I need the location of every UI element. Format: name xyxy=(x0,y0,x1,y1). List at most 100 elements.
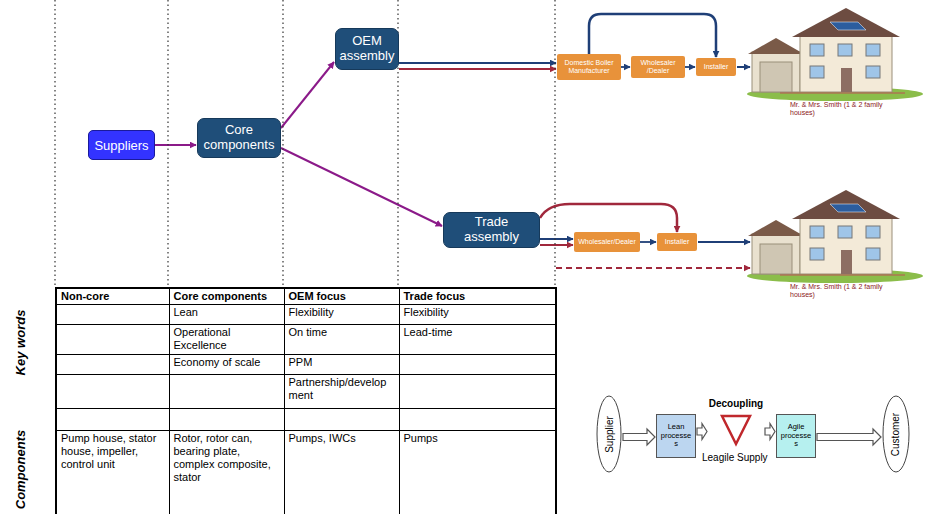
node-text: Trade assembly xyxy=(448,215,535,245)
table-cell: PPM xyxy=(284,354,399,374)
connector-stroke xyxy=(540,238,573,240)
connector-stroke xyxy=(399,68,556,70)
table-cell: Flexibility xyxy=(284,305,399,325)
model-caption: Leagile Supply xyxy=(702,452,782,463)
agile-box: Agile processes xyxy=(776,414,816,458)
customer-ellipse: Customer xyxy=(882,395,910,473)
block-arrow xyxy=(623,429,655,445)
flow-block-arrow xyxy=(817,429,881,445)
node-text: Installer xyxy=(704,63,729,71)
table-cell xyxy=(399,408,556,430)
table-cell xyxy=(399,374,556,408)
connector-stroke xyxy=(281,148,442,226)
connector-stroke xyxy=(685,66,695,68)
flow-arrow xyxy=(281,62,334,128)
cell-text: PPM xyxy=(289,356,313,368)
table-cell xyxy=(56,354,169,374)
flow-block-arrow xyxy=(697,424,707,440)
flow-arrow xyxy=(640,242,656,243)
cell-text: Core components xyxy=(174,290,268,302)
flow-arrow xyxy=(155,145,196,146)
flow-arrow xyxy=(685,67,695,68)
keyword-table: Non-coreCore componentsOEM focusTrade fo… xyxy=(55,287,557,514)
supplier-box: Suppliers xyxy=(88,130,155,160)
block-arrow xyxy=(765,424,775,440)
flow-arrow xyxy=(589,14,716,57)
flow-arrow xyxy=(540,204,677,232)
connector-stroke xyxy=(540,244,573,246)
delivery-arrow xyxy=(737,66,750,68)
connector-stroke xyxy=(640,241,656,243)
table-cell: Economy of scale xyxy=(169,354,284,374)
table-cell xyxy=(399,354,556,374)
house-caption: Mr. & Mrs. Smith (1 & 2 family houses) xyxy=(790,283,885,299)
node-text: Wholesaler/Dealer xyxy=(578,238,636,246)
cell-text: Lead-time xyxy=(404,326,453,338)
table-cell: Partnership/development xyxy=(284,374,399,408)
process-box: OEM assembly xyxy=(335,28,399,70)
node-text: Installer xyxy=(665,238,690,246)
triangle-outline xyxy=(708,413,764,447)
lean-box: Lean processes xyxy=(656,414,696,458)
direct-arrow xyxy=(556,267,750,269)
table-cell xyxy=(169,374,284,408)
connector-stroke xyxy=(281,62,334,128)
cell-text: OEM focus xyxy=(289,290,346,302)
table-cell xyxy=(56,374,169,408)
node-text: Lean processes xyxy=(659,423,693,449)
table-cell: Non-core xyxy=(56,288,169,305)
channel-box: Installer xyxy=(657,233,697,251)
channel-box: Domestic Boiler Manufacturer xyxy=(557,54,621,80)
table-cell: Lean xyxy=(169,305,284,325)
flow-block-arrow xyxy=(623,429,655,445)
flow-block-arrow xyxy=(765,424,775,440)
block-arrow xyxy=(697,424,707,440)
connector-stroke xyxy=(399,62,556,64)
channel-box: Wholesaler /Dealer xyxy=(631,56,685,78)
node-text: OEM assembly xyxy=(340,34,395,64)
cell-text: Operational Excellence xyxy=(174,326,231,351)
table-cell xyxy=(56,305,169,325)
column-divider xyxy=(55,0,555,287)
node-text: Agile processes xyxy=(779,423,813,449)
cell-text: Pumps xyxy=(404,432,438,444)
cell-text: Rotor, rotor can, bearing plate, complex… xyxy=(174,432,271,484)
cell-text: Flexibility xyxy=(404,306,449,318)
table-cell xyxy=(56,408,169,430)
table-cell xyxy=(169,408,284,430)
table-cell: On time xyxy=(284,325,399,354)
cell-text: Flexibility xyxy=(289,306,334,318)
house-caption: Mr. & Mrs. Smith (1 & 2 family houses) xyxy=(790,101,885,117)
node-text: Core components xyxy=(202,123,276,153)
connector-stroke xyxy=(540,204,677,232)
node-text: Supplier xyxy=(604,416,615,453)
table-cell: Pump house, stator house, impeller, cont… xyxy=(56,430,169,514)
block-arrow xyxy=(817,429,881,445)
table-cell: OEM focus xyxy=(284,288,399,305)
connector-stroke xyxy=(621,66,630,68)
cell-text: On time xyxy=(289,326,328,338)
cell-text: Lean xyxy=(174,306,198,318)
row-heading: Key words xyxy=(13,296,28,390)
supplier-ellipse: Supplier xyxy=(596,395,622,473)
connector-stroke xyxy=(589,14,716,57)
node-text: Customer xyxy=(891,412,902,455)
process-box: Core components xyxy=(197,118,281,158)
table-cell xyxy=(284,408,399,430)
flow-arrow xyxy=(621,67,630,68)
cell-text: Pump house, stator house, impeller, cont… xyxy=(61,432,156,470)
table-cell: Core components xyxy=(169,288,284,305)
decoupling-triangle: Decoupling xyxy=(708,398,764,448)
connector-stroke xyxy=(155,144,196,146)
table-cell: Operational Excellence xyxy=(169,325,284,354)
table-cell: Lead-time xyxy=(399,325,556,354)
node-text: Wholesaler /Dealer xyxy=(633,59,683,74)
table-cell: Pumps xyxy=(399,430,556,514)
house-illustration xyxy=(747,8,923,101)
table-cell xyxy=(56,325,169,354)
cell-text: Partnership/development xyxy=(289,376,387,401)
cell-text: Pumps, IWCs xyxy=(289,432,356,444)
row-heading: Components xyxy=(13,423,28,514)
table-cell: Rotor, rotor can, bearing plate, complex… xyxy=(169,430,284,514)
cell-text: Economy of scale xyxy=(174,356,261,368)
